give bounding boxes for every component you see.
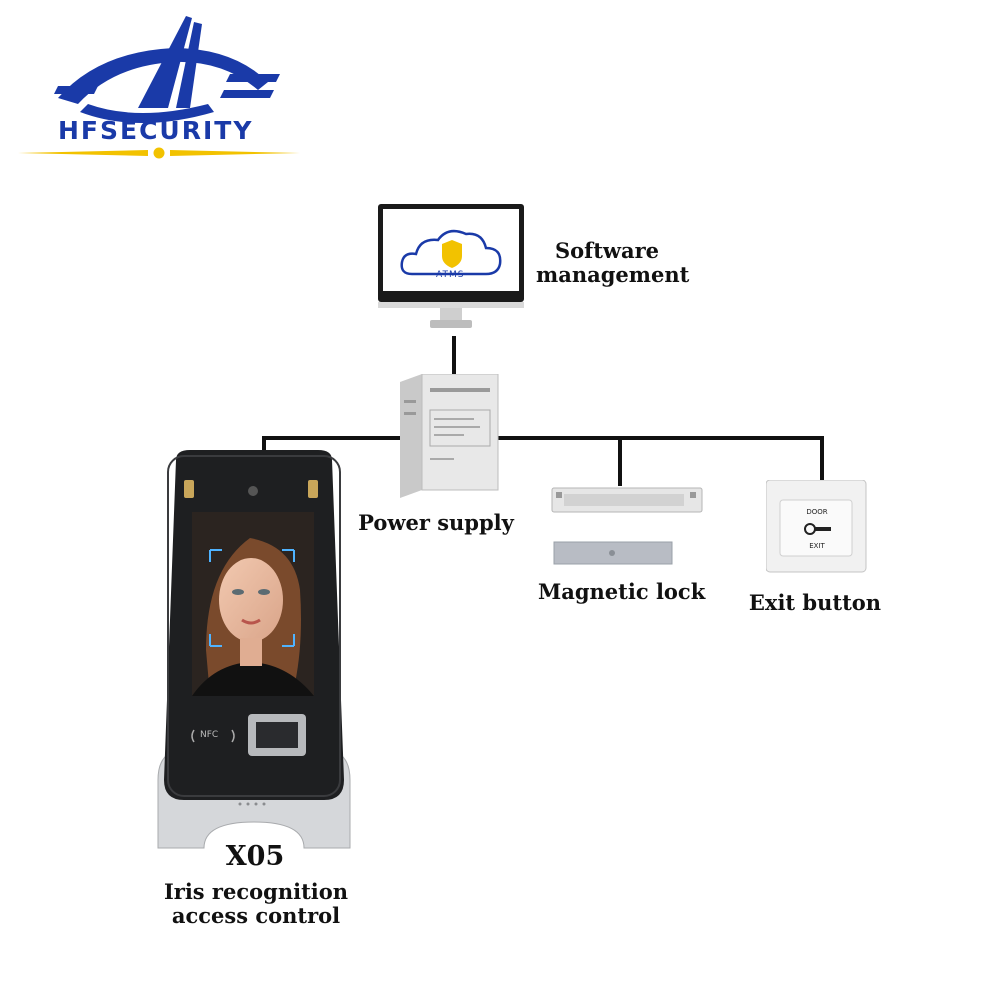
label-model: X05 <box>225 841 285 872</box>
exit-plate-bottom: EXIT <box>809 542 825 550</box>
wire-exit-drop <box>820 436 824 480</box>
power-supply-icon <box>400 374 499 498</box>
exit-plate-top: DOOR <box>806 508 828 516</box>
wire-power-to-right <box>494 436 824 440</box>
magnetic-lock-icon <box>551 487 703 565</box>
wire-maglock-drop <box>618 436 622 486</box>
label-power-supply: Power supply <box>358 510 514 535</box>
monitor-screen-text: ATMS <box>436 270 465 280</box>
logo-emblem-icon <box>18 16 300 159</box>
label-software-management: Software management <box>536 238 690 287</box>
label-magnetic-lock: Magnetic lock <box>538 579 706 604</box>
label-device-description: Iris recognition access control <box>163 879 349 928</box>
label-exit-button: Exit button <box>748 590 882 615</box>
brand-name: HFSECURITY <box>58 116 254 145</box>
wire-power-to-device <box>262 436 410 440</box>
wire-monitor-to-power <box>452 336 456 378</box>
monitor-icon <box>378 204 524 328</box>
exit-button-icon <box>766 480 867 573</box>
nfc-label: NFC <box>200 730 219 740</box>
iris-device-icon <box>157 450 351 849</box>
